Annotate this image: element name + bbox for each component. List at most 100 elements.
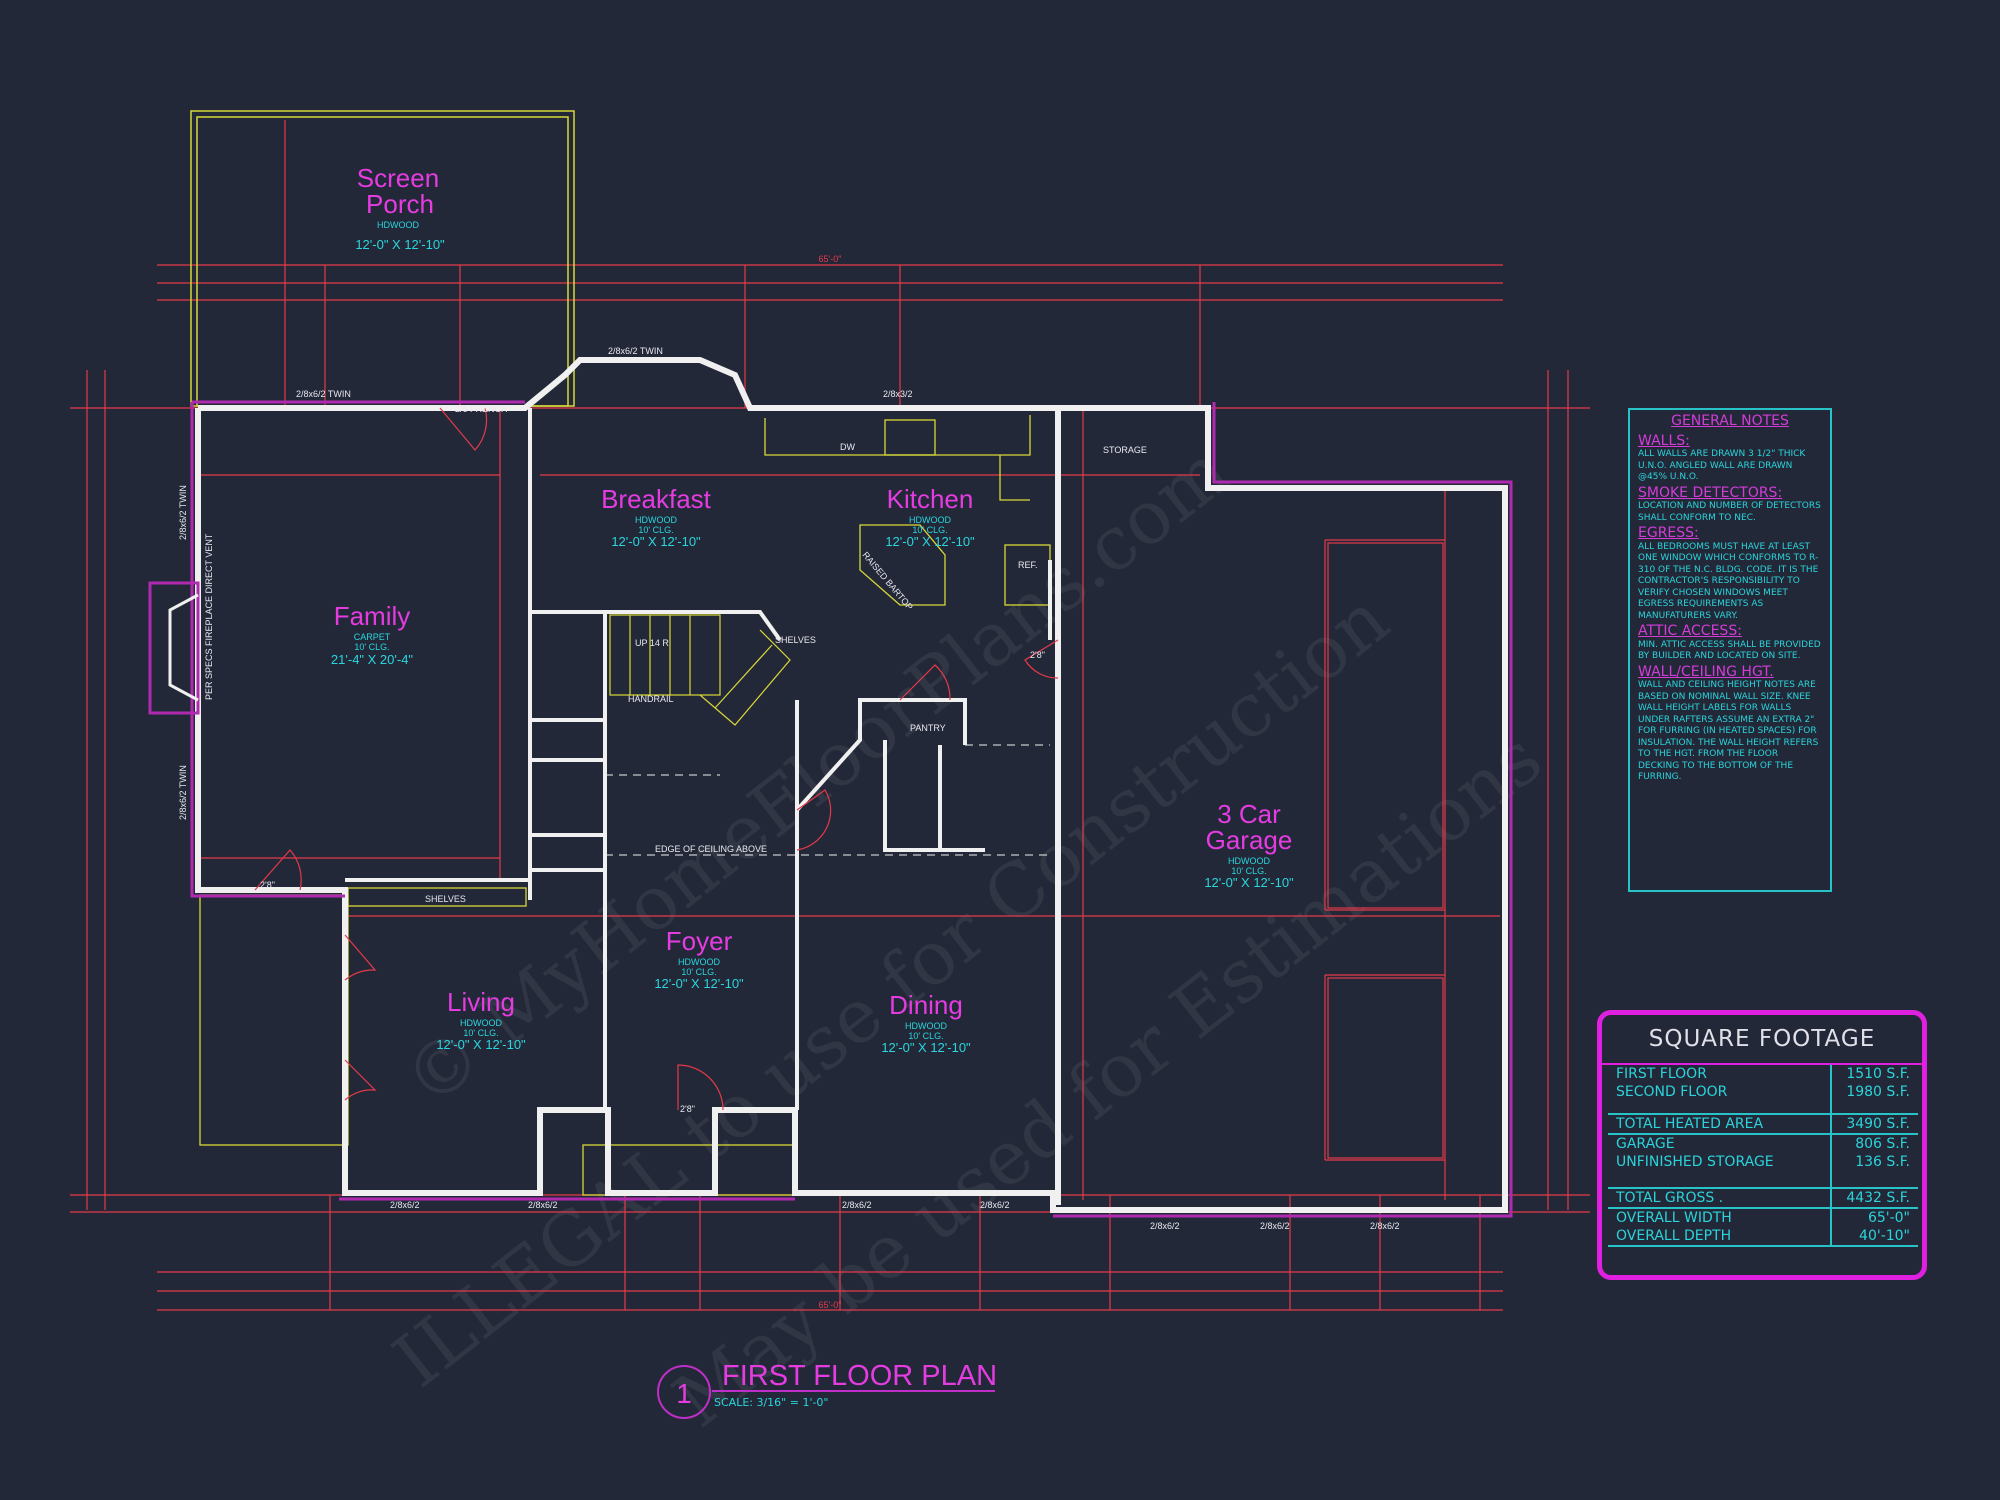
room-title: 3 Car	[1217, 799, 1281, 829]
plan-scale: SCALE: 3/16" = 1'-0"	[714, 1396, 829, 1409]
notes-text-attic-access: MIN. ATTIC ACCESS SHALL BE PROVIDED BY B…	[1638, 639, 1821, 662]
notes-heading-attic-access: ATTIC ACCESS:	[1638, 623, 1742, 639]
window-label: 2/8x6/2	[1260, 1221, 1290, 1231]
row-value: 1510 S.F.	[1830, 1065, 1918, 1083]
table-row: SECOND FLOOR 1980 S.F.	[1608, 1083, 1918, 1101]
room-title: Family	[334, 601, 411, 631]
room-ceiling: 10' CLG.	[638, 525, 673, 535]
row-label: FIRST FLOOR	[1616, 1066, 1707, 1082]
notes-heading-wall-ceiling-height: WALL/CEILING HGT.	[1638, 663, 1774, 680]
row-label: TOTAL GROSS .	[1608, 1187, 1831, 1208]
row-value: 1980 S.F.	[1830, 1083, 1918, 1101]
window-label: 2/8x6/2	[842, 1200, 872, 1210]
room-floor: CARPET	[354, 632, 391, 642]
room-title: Screen	[357, 163, 439, 193]
window-label: 2/8x6/2 TWIN	[178, 765, 188, 820]
room-title: Breakfast	[601, 484, 712, 514]
room-size: 12'-0" X 12'-10"	[1204, 875, 1294, 890]
room-kitchen: Kitchen HDWOOD 10' CLG. 12'-0" X 12'-10"	[885, 484, 975, 549]
door-label: 2/6 FRENCH	[455, 404, 508, 414]
plan-title: FIRST FLOOR PLAN	[722, 1360, 997, 1392]
room-floor: HDWOOD	[460, 1018, 502, 1028]
general-notes-title: GENERAL NOTES	[1671, 413, 1789, 429]
row-value: 40'-10"	[1830, 1227, 1918, 1246]
staircase	[609, 614, 791, 726]
exterior-walls	[195, 357, 1508, 1213]
room-size: 12'-0" X 12'-10"	[654, 976, 744, 991]
square-footage-rows: FIRST FLOOR 1510 S.F. SECOND FLOOR 1980 S.…	[1608, 1065, 1918, 1255]
notes-text-smoke-detectors: LOCATION AND NUMBER OF DETECTORS SHALL C…	[1638, 501, 1821, 523]
window-label: 2/8x6/2 TWIN	[178, 485, 188, 540]
window-label: 2/8x6/2	[528, 1200, 558, 1210]
window-label: 2/8x3/2	[883, 389, 913, 399]
window-label: 2/8x6/2	[1370, 1221, 1400, 1231]
room-living: Living HDWOOD 10' CLG. 12'-0" X 12'-10"	[436, 987, 526, 1052]
notes-text-wall-ceiling-height: WALL AND CEILING HEIGHT NOTES ARE BASED …	[1638, 680, 1819, 782]
interior-walls	[345, 408, 1052, 1110]
shelves-label: SHELVES	[425, 894, 466, 904]
fireplace-label: PER SPECS FIREPLACE DIRECT VENT	[204, 533, 214, 700]
square-footage-table: SQUARE FOOTAGE FIRST FLOOR 1510 S.F. SECO…	[1597, 1010, 1927, 1280]
ceiling-edge-line	[605, 744, 1050, 856]
room-size: 12'-0" X 12'-10"	[436, 1037, 526, 1052]
room-title: Garage	[1206, 825, 1293, 855]
room-ceiling: 10' CLG.	[908, 1031, 943, 1041]
general-notes-panel: GENERAL NOTES WALLS: ALL WALLS ARE DRAWN…	[1628, 408, 1832, 892]
row-label: GARAGE	[1608, 1133, 1831, 1153]
room-floor: HDWOOD	[1228, 856, 1270, 866]
room-floor: HDWOOD	[377, 220, 419, 230]
row-label: UNFINISHED STORAGE	[1616, 1154, 1774, 1170]
row-label: SECOND FLOOR	[1616, 1084, 1728, 1100]
room-screen-porch: Screen Porch HDWOOD 12'-0" X 12'-10"	[355, 163, 445, 252]
room-ceiling: 10' CLG.	[1231, 866, 1266, 876]
room-floor: HDWOOD	[635, 515, 677, 525]
overall-width-dimension-bottom: 65'-0"	[819, 1300, 842, 1310]
notes-heading-egress: EGRESS:	[1638, 525, 1699, 541]
room-ceiling: 10' CLG.	[354, 642, 389, 652]
row-label: OVERALL DEPTH	[1616, 1228, 1732, 1244]
room-floor: HDWOOD	[905, 1021, 947, 1031]
room-ceiling: 10' CLG.	[681, 967, 716, 977]
fireplace	[148, 581, 200, 715]
row-value: 4432 S.F.	[1830, 1187, 1918, 1208]
room-size: 12'-0" X 12'-10"	[355, 237, 445, 252]
row-label: OVERALL WIDTH	[1608, 1207, 1831, 1227]
bartop-label: RAISED BARTOP	[860, 550, 914, 612]
window-label: 2/8x6/2 TWIN	[608, 346, 663, 356]
ref-label: REF.	[1018, 560, 1038, 570]
room-size: 12'-0" X 12'-10"	[881, 1040, 971, 1055]
notes-heading-smoke-detectors: SMOKE DETECTORS:	[1638, 484, 1783, 501]
room-family: Family CARPET 10' CLG. 21'-4" X 20'-4"	[331, 601, 414, 667]
plan-number: 1	[676, 1378, 692, 1409]
notes-text-walls: ALL WALLS ARE DRAWN 3 1/2" THICK U.N.O. …	[1638, 449, 1806, 482]
room-title: Dining	[889, 990, 963, 1020]
room-title: Foyer	[666, 926, 733, 956]
storage-label: STORAGE	[1103, 445, 1147, 455]
notes-text-egress: ALL BEDROOMS MUST HAVE AT LEAST ONE WIND…	[1638, 541, 1819, 621]
table-row: OVERALL DEPTH 40'-10"	[1608, 1227, 1918, 1246]
table-row: TOTAL GROSS .4432 S.F.	[1608, 1187, 1918, 1208]
ceiling-edge-label: EDGE OF CEILING ABOVE	[655, 844, 767, 854]
room-breakfast: Breakfast HDWOOD 10' CLG. 12'-0" X 12'-1…	[601, 484, 712, 549]
room-dining: Dining HDWOOD 10' CLG. 12'-0" X 12'-10"	[881, 990, 971, 1055]
room-foyer: Foyer HDWOOD 10' CLG. 12'-0" X 12'-10"	[654, 926, 744, 991]
screen-porch-outline	[190, 110, 575, 407]
door-label: 2'8"	[1030, 650, 1045, 660]
row-value: 806 S.F.	[1830, 1133, 1918, 1153]
window-label: 2/8x6/2	[390, 1200, 420, 1210]
window-label: 2/8x6/2	[1150, 1221, 1180, 1231]
row-value: 3490 S.F.	[1830, 1113, 1918, 1134]
square-footage-title: SQUARE FOOTAGE	[1602, 1015, 1922, 1065]
exterior-wall-accents	[190, 400, 1513, 1218]
notes-heading-walls: WALLS:	[1638, 432, 1690, 449]
room-garage: 3 Car Garage HDWOOD 10' CLG. 12'-0" X 12…	[1204, 799, 1294, 890]
door-label: 2'8"	[680, 1104, 695, 1114]
plan-number-circle	[657, 1365, 711, 1419]
room-title: Living	[447, 987, 515, 1017]
window-label: 2/8x6/2	[980, 1200, 1010, 1210]
